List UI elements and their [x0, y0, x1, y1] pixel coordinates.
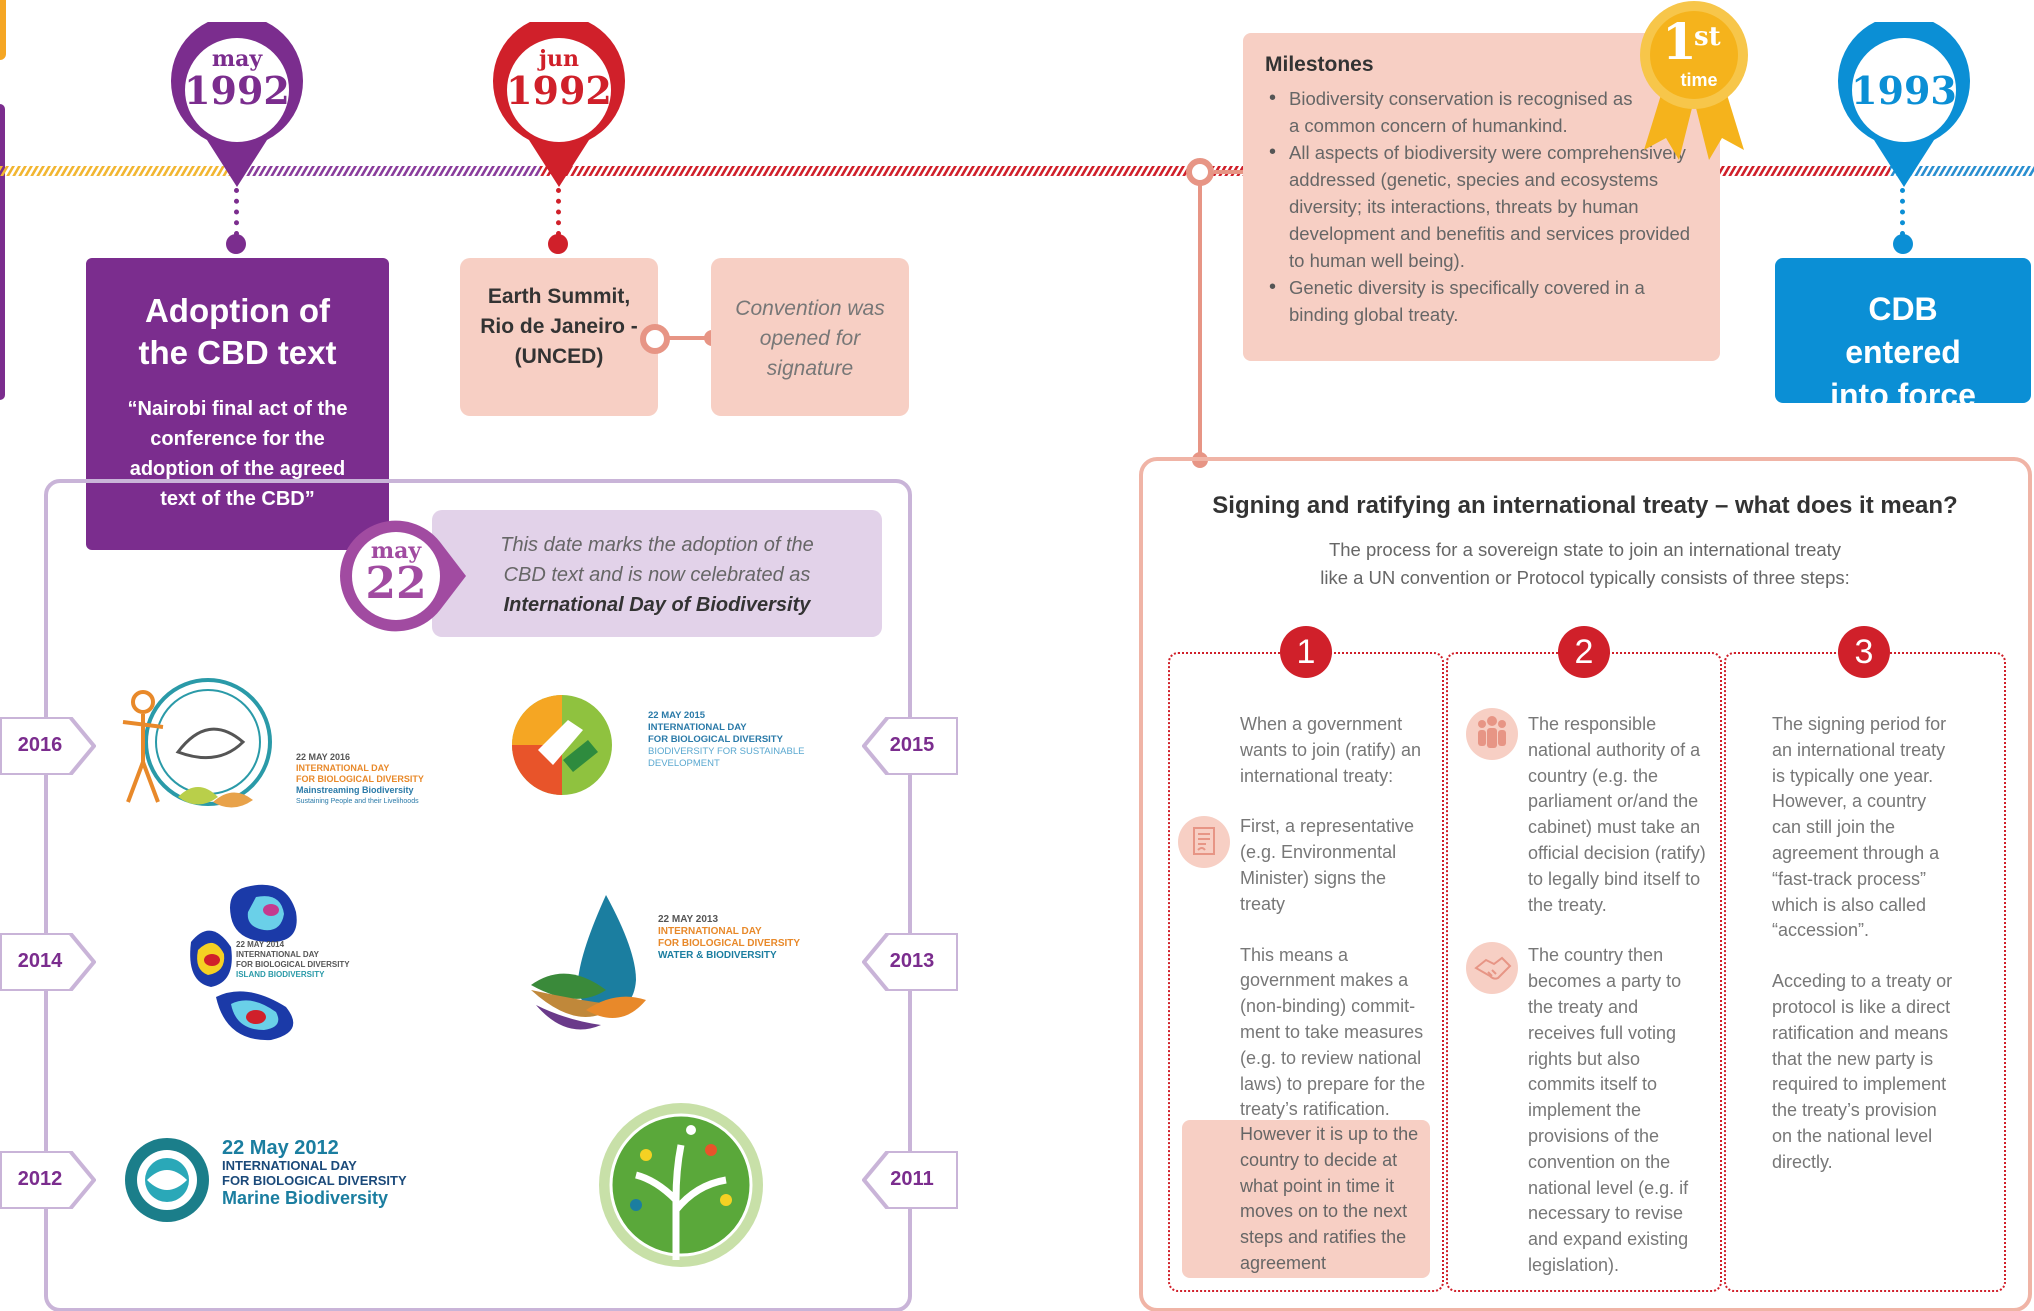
pin-jun-1992: jun 1992 — [489, 15, 629, 212]
milestones-ring — [1186, 158, 1214, 186]
fish-figure-icon — [122, 678, 272, 808]
logo-2013: 22 MAY 2013 INTERNATIONAL DAY FOR BIOLOG… — [526, 890, 836, 1040]
adoption-quote: “Nairobi final act of the conference for… — [127, 398, 348, 510]
treaty-title: Signing and ratifying an international t… — [1212, 492, 1958, 519]
year-tag-2011: 2011 — [861, 1149, 960, 1211]
logo-2016: 22 MAY 2016 INTERNATIONAL DAY FOR BIOLOG… — [118, 672, 438, 822]
adoption-box: Adoption of the CBD text “Nairobi final … — [86, 258, 389, 550]
year-label: 2013 — [889, 950, 935, 972]
may22-note-text: This date marks the adoption of the CBD … — [500, 534, 814, 586]
pin-year: 1992 — [506, 68, 612, 113]
badge-suffix: st — [1694, 22, 1721, 52]
pin-marker-red — [493, 15, 625, 187]
year-tag-2013: 2013 — [861, 931, 960, 993]
year-label: 2016 — [17, 734, 63, 756]
badge-sub: time — [1680, 70, 1718, 90]
step-2-number: 2 — [1558, 626, 1610, 678]
step-1-note: However it is up to the country to decid… — [1240, 1124, 1419, 1273]
pin-year: 1992 — [184, 68, 290, 113]
milestones-list: Biodiversity conservation is recognised … — [1265, 85, 1698, 328]
may22-marker — [340, 520, 466, 632]
milestone-item: Biodiversity conservation is recognised … — [1265, 85, 1698, 139]
tree-of-life-icon — [599, 1103, 763, 1267]
left-edge-orange-fragment — [0, 0, 6, 60]
may22-month: may — [370, 538, 422, 564]
step-1-number: 1 — [1280, 626, 1332, 678]
year-label: 2015 — [889, 734, 935, 756]
step-2-text: The responsible national authority of a … — [1528, 714, 1706, 1275]
adoption-title: Adoption of the CBD text — [138, 292, 337, 371]
signed-document-icon — [1178, 816, 1230, 868]
year-tag-2012: 2012 — [0, 1149, 97, 1211]
convention-label: Convention was opened for signature — [735, 297, 885, 380]
logo-2015-text: 22 MAY 2015 INTERNATIONAL DAY FOR BIOLOG… — [648, 710, 805, 769]
dotted-connector — [556, 188, 562, 236]
may22-day: 22 — [365, 558, 427, 609]
treaty-intro: The process for a sovereign state to joi… — [1320, 539, 1850, 588]
milestones-hline — [1214, 170, 1244, 174]
pin-may-1992: may 1992 — [167, 15, 307, 212]
first-time-badge: 1 st time — [1634, 0, 1754, 160]
water-drop-icon — [531, 895, 646, 1030]
step-3-number: 3 — [1838, 626, 1890, 678]
may22-note-bold: International Day of Biodiversity — [503, 594, 811, 616]
marine-circle-icon — [125, 1138, 209, 1222]
year-label: 2012 — [17, 1168, 63, 1190]
step-1-highlight — [1182, 1120, 1430, 1278]
logo-2015: 22 MAY 2015 INTERNATIONAL DAY FOR BIOLOG… — [508, 690, 848, 800]
handshake-icon — [1466, 942, 1518, 994]
connector-dot — [1893, 234, 1913, 254]
logo-2014: 22 MAY 2014 INTERNATIONAL DAY FOR BIOLOG… — [176, 872, 396, 1052]
pin-marker-purple — [171, 15, 303, 187]
island-blob-icon — [190, 884, 297, 1041]
step-3-text: The signing period for an international … — [1772, 714, 1953, 1172]
milestone-item: Genetic diversity is specifically covere… — [1265, 274, 1698, 328]
milestones-title: Milestones — [1265, 53, 1374, 76]
year-tag-2015: 2015 — [861, 715, 960, 777]
link-ring — [640, 324, 670, 354]
badge-number: 1 — [1662, 12, 1697, 71]
treaty-frame — [1139, 457, 2032, 1311]
logo-2014-text: 22 MAY 2014 INTERNATIONAL DAY FOR BIOLOG… — [236, 940, 350, 979]
milestone-item: All aspects of biodiversity were compreh… — [1265, 139, 1698, 274]
may22-badge: may 22 — [330, 510, 470, 650]
convention-box: Convention was opened for signature — [711, 258, 909, 416]
pin-year: 1993 — [1851, 68, 1957, 113]
dotted-connector — [1900, 188, 1906, 236]
left-edge-purple-fragment — [0, 104, 5, 400]
step-1-text: When a government wants to join (ratify)… — [1240, 714, 1426, 1120]
dotted-connector — [234, 188, 240, 236]
year-tag-2014: 2014 — [0, 931, 97, 993]
pin-marker-blue — [1838, 15, 1970, 187]
logo-2012: 22 May 2012 INTERNATIONAL DAY FOR BIOLOG… — [122, 1130, 442, 1230]
year-label: 2011 — [890, 1168, 934, 1190]
logo-2013-text: 22 MAY 2013 INTERNATIONAL DAY FOR BIOLOG… — [658, 914, 801, 961]
cdb-force-label: CDB entered into force — [1830, 291, 1976, 413]
milestones-box: Milestones Biodiversity conservation is … — [1243, 33, 1720, 361]
hands-globe-icon — [512, 695, 612, 795]
international-day-frame — [44, 479, 912, 1311]
year-tag-2016: 2016 — [0, 715, 97, 777]
link-line — [668, 336, 716, 340]
logo-2016-text: 22 MAY 2016 INTERNATIONAL DAY FOR BIOLOG… — [296, 752, 424, 805]
milestones-connector-line — [1198, 172, 1202, 462]
year-label: 2014 — [17, 950, 63, 972]
connector-dot — [226, 234, 246, 254]
pin-month: may — [211, 46, 263, 72]
may22-note: This date marks the adoption of the CBD … — [432, 510, 882, 637]
people-group-icon — [1466, 708, 1518, 760]
logo-2011 — [596, 1100, 766, 1270]
earth-summit-box: Earth Summit, Rio de Janeiro - (UNCED) — [460, 258, 658, 416]
pin-month: jun — [539, 46, 579, 72]
earth-summit-label: Earth Summit, Rio de Janeiro - (UNCED) — [480, 285, 638, 368]
logo-2012-text: 22 May 2012 INTERNATIONAL DAY FOR BIOLOG… — [222, 1137, 407, 1208]
connector-dot — [548, 234, 568, 254]
cdb-force-box: CDB entered into force — [1775, 258, 2031, 413]
rosette-icon — [1640, 1, 1748, 160]
pin-1993: 1993 — [1834, 15, 1974, 212]
